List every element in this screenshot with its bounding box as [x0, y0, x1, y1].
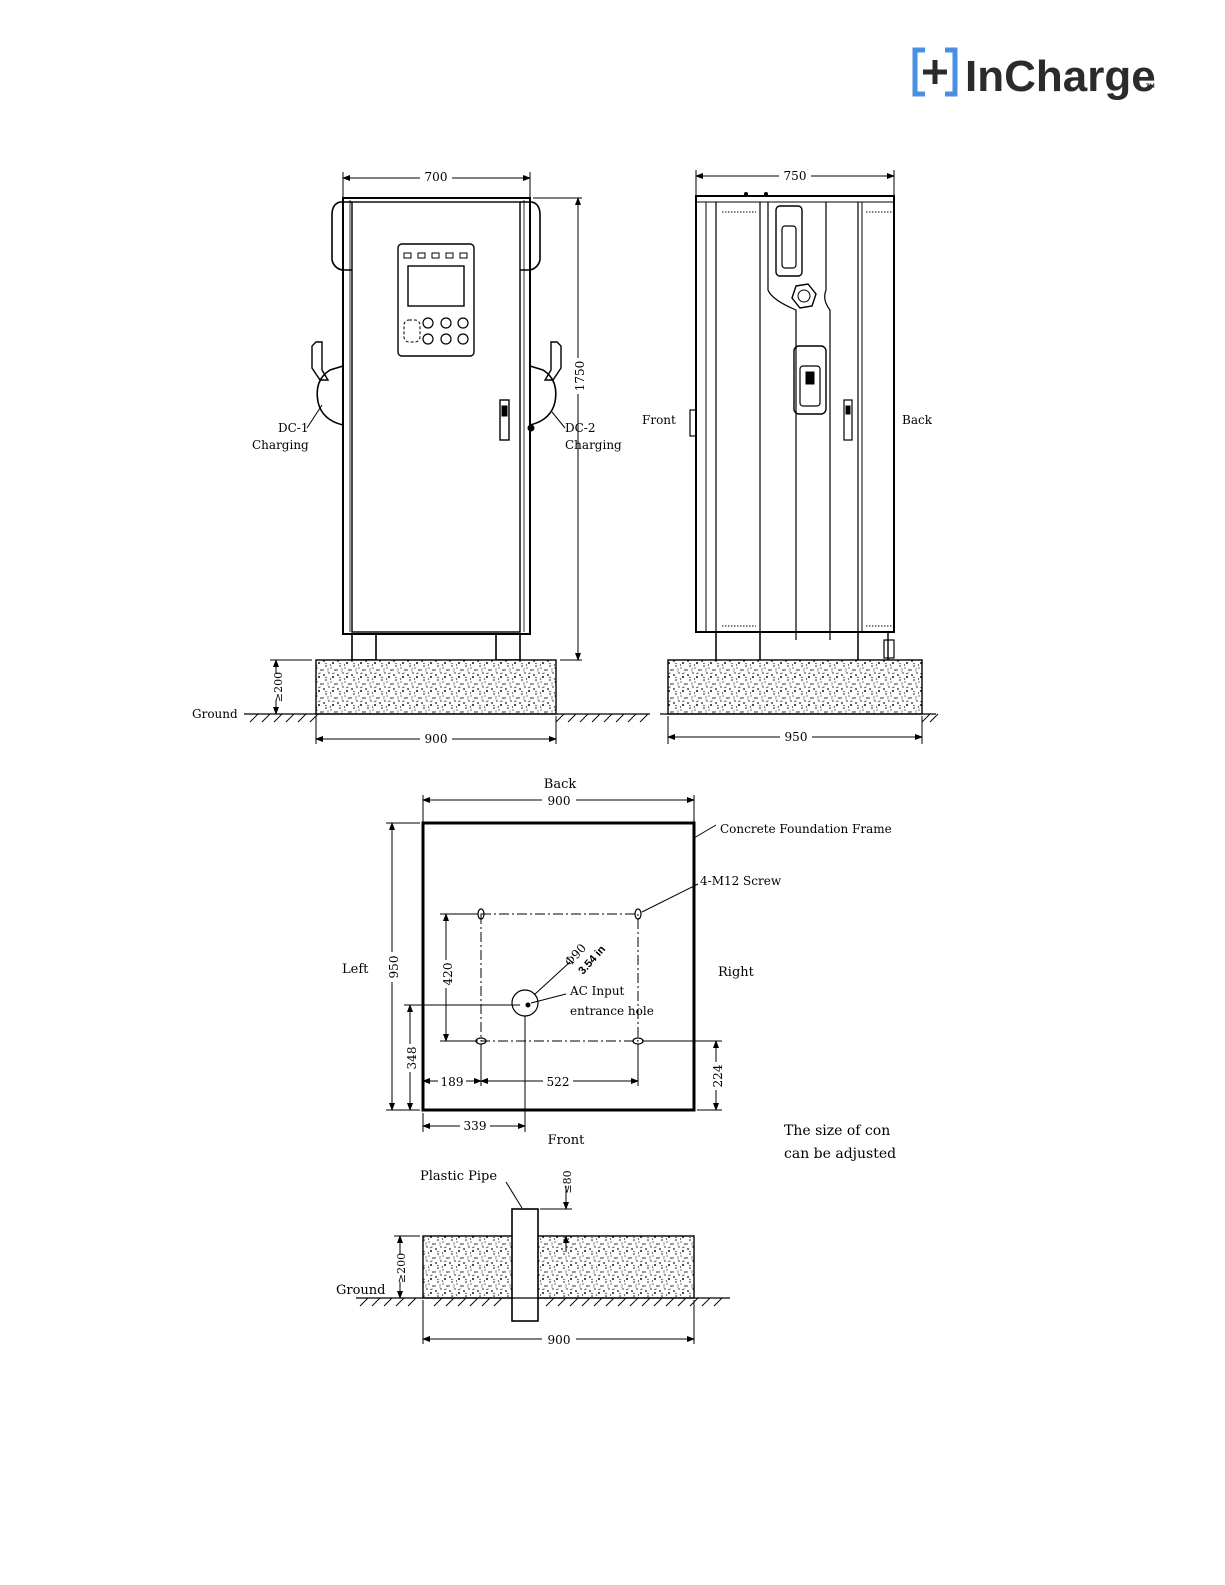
brand-logo: InCharge TM — [915, 50, 1156, 101]
pipe-height-dim: ≤80 — [561, 1170, 574, 1193]
front-width-dim: 700 — [425, 170, 448, 184]
front-view: 700 — [192, 168, 650, 747]
bolt-spacing-h-dim: 522 — [547, 1075, 570, 1089]
ac-input-label: AC Input — [569, 984, 625, 998]
brand-name: InCharge — [965, 52, 1156, 101]
side-base-width-dim: 950 — [785, 730, 808, 744]
section-ground-label: Ground — [336, 1283, 386, 1298]
side-front-label: Front — [642, 413, 676, 427]
plan-back-label: Back — [544, 777, 577, 792]
screw-label: 4-M12 Screw — [700, 874, 782, 888]
plan-view: Back 900 Concrete Foundation Frame 4-M12… — [342, 777, 896, 1162]
section-depth-dim: ≥200 — [395, 1253, 408, 1283]
plan-left-label: Left — [342, 962, 369, 977]
hole-offset-left-dim: 339 — [464, 1119, 487, 1133]
plus-bracket-icon — [915, 50, 955, 94]
front-ground-label: Ground — [192, 707, 238, 721]
front-base-height-dim: ≥200 — [272, 672, 285, 702]
plan-depth-dim: 950 — [387, 956, 401, 979]
hole-offset-bottom-dim: 348 — [405, 1047, 419, 1070]
plan-width-dim: 900 — [548, 794, 571, 808]
note-line-2: can be adjusted — [784, 1146, 896, 1162]
bolt-offset-bottom-dim: 224 — [711, 1064, 725, 1087]
plan-right-label: Right — [718, 965, 755, 980]
dc2-label: DC-2 — [565, 421, 596, 435]
dc1-label: DC-1 — [278, 421, 309, 435]
note-line-1: The size of con — [784, 1123, 890, 1139]
pipe-label: Plastic Pipe — [420, 1169, 497, 1184]
dc1-sublabel: Charging — [252, 438, 309, 452]
side-view: 750 Front Back — [642, 168, 938, 745]
side-width-dim: 750 — [784, 169, 807, 183]
dc2-sublabel: Charging — [565, 438, 622, 452]
front-base-width-dim: 900 — [425, 732, 448, 746]
bolt-offset-left-dim: 189 — [441, 1075, 464, 1089]
side-back-label: Back — [902, 413, 933, 427]
brand-tm: TM — [1146, 84, 1155, 90]
section-view: Plastic Pipe ≤80 Ground ≥200 900 — [336, 1169, 730, 1347]
front-height-dim: 1750 — [573, 361, 587, 392]
ac-input-sublabel: entrance hole — [570, 1004, 654, 1018]
section-width-dim: 900 — [548, 1333, 571, 1347]
plan-front-label: Front — [548, 1133, 585, 1148]
frame-label: Concrete Foundation Frame — [720, 822, 892, 836]
bolt-spacing-v-dim: 420 — [441, 963, 455, 986]
